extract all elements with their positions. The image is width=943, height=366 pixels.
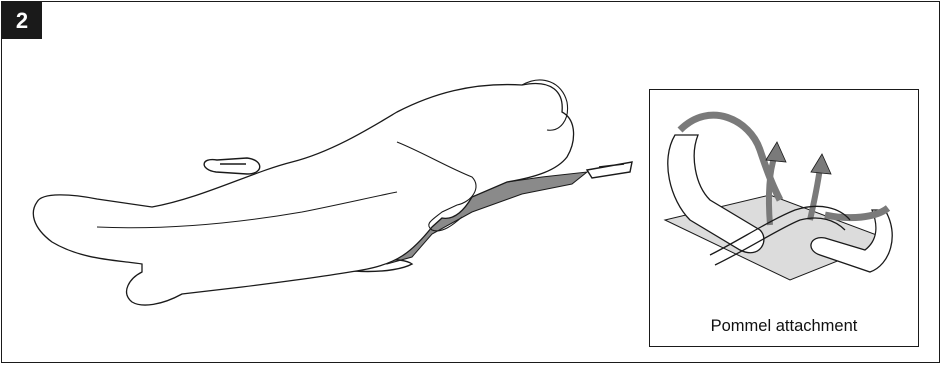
strap-loop-right [587,162,632,178]
pommel-attachment-illustration [650,90,917,305]
inset-arrow-left-head [766,142,786,162]
inset-caption: Pommel attachment [650,317,918,336]
inset-arrow-right-head [811,154,831,174]
strap-loop-top-left [204,158,260,174]
pommel-inset-panel: Pommel attachment [649,89,919,347]
inset-strap-left [668,135,764,253]
